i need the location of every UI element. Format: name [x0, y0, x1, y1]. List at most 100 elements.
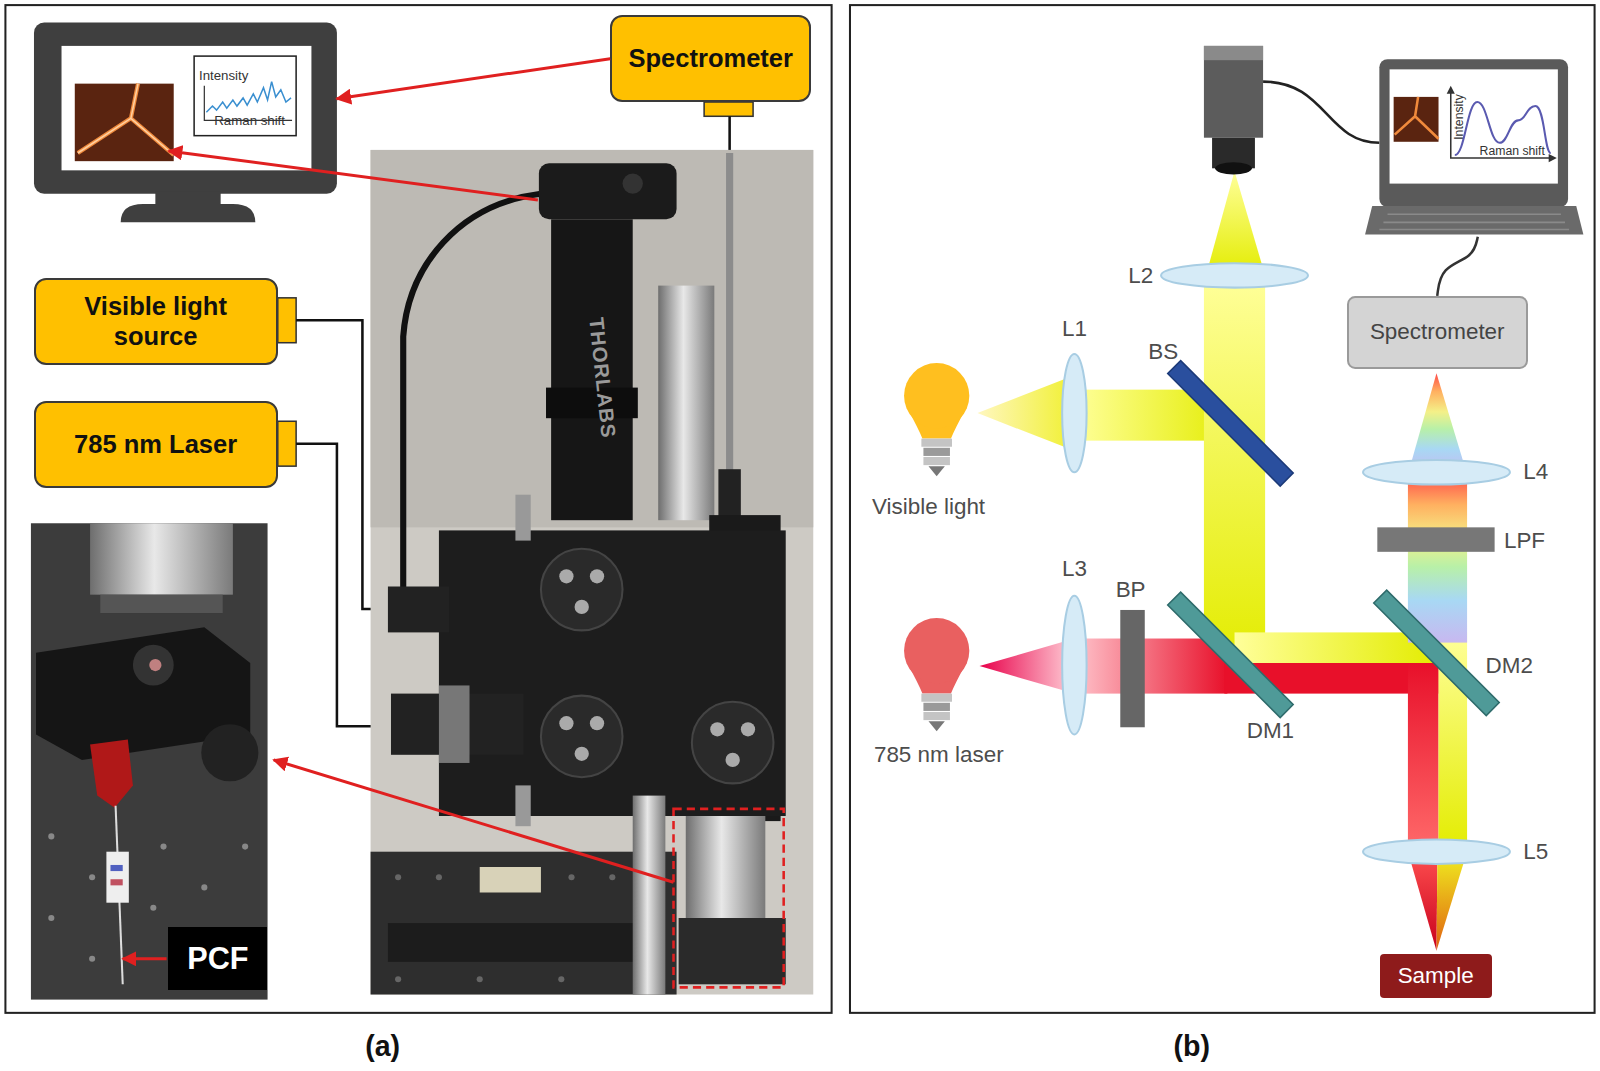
axis-label: Intensity — [199, 68, 248, 84]
setup-photo — [623, 173, 643, 193]
fiber-inset-photo — [31, 523, 268, 999]
fiber-inset-photo — [149, 659, 161, 671]
setup-photo — [558, 976, 564, 982]
light-bulb — [923, 448, 950, 456]
setup-photo — [559, 716, 573, 730]
monitor-illustration — [78, 84, 174, 155]
data-cable — [1437, 237, 1478, 296]
optical-element — [1363, 839, 1510, 863]
setup-photo — [575, 600, 589, 614]
panel-label: (b) — [1174, 1029, 1210, 1062]
setup-photo — [726, 153, 733, 479]
signal-arrow — [337, 59, 610, 99]
highlight-box — [674, 809, 784, 988]
box-label: Visible light source — [56, 291, 255, 352]
fiber-inset-photo — [48, 915, 54, 921]
optical-element — [1168, 361, 1293, 486]
device-connector — [278, 298, 296, 343]
laptop-illustration — [1394, 97, 1439, 142]
device-connector — [704, 102, 753, 116]
setup-photo — [395, 874, 401, 880]
setup-photo — [559, 569, 573, 583]
camera-illustration — [1204, 46, 1263, 60]
fiber-inset-photo — [110, 865, 122, 871]
laptop-illustration — [1365, 59, 1583, 234]
light-bulb — [904, 618, 969, 683]
setup-photo — [741, 722, 755, 736]
fiber-inset-photo — [100, 595, 222, 613]
setup-photo — [395, 976, 401, 982]
component-label: BS — [1148, 339, 1178, 365]
light-bulb — [921, 439, 952, 447]
camera-illustration — [1204, 46, 1379, 175]
axis-label: Raman shift — [1480, 144, 1545, 159]
laptop-illustration — [1395, 97, 1439, 139]
setup-photo — [439, 685, 470, 763]
monitor-illustration — [62, 46, 312, 170]
axis-label: Raman shift — [214, 113, 285, 129]
fiber-inset-photo — [31, 523, 268, 999]
leader-arrow — [123, 957, 167, 960]
axis-label: Intensity — [1452, 95, 1467, 141]
box-label: Sample — [1398, 963, 1474, 990]
component-label: DM1 — [1247, 718, 1294, 744]
setup-photo — [692, 702, 774, 784]
instrument-box: 785 nm Laser — [34, 401, 278, 488]
optical-element — [1161, 263, 1308, 287]
component-label: LPF — [1504, 528, 1545, 554]
component-label: L1 — [1062, 316, 1087, 342]
camera-illustration — [1263, 82, 1379, 143]
cable-line — [296, 444, 380, 727]
monitor-display: IntensityRaman shift — [34, 22, 337, 195]
light-bulb — [923, 712, 950, 720]
fiber-inset-photo — [201, 724, 258, 781]
light-bulb — [923, 703, 950, 711]
light-beam — [1408, 474, 1467, 642]
cable-line — [728, 116, 731, 153]
fiber-inset-photo — [110, 879, 122, 885]
monitor-illustration — [194, 56, 296, 136]
setup-photo — [718, 469, 740, 520]
fiber-inset-photo — [48, 833, 54, 839]
fiber-inset-photo — [106, 852, 128, 903]
light-bulb — [923, 457, 950, 465]
fiber-inset-photo — [90, 740, 133, 808]
setup-photo — [633, 796, 666, 995]
setup-photo — [515, 785, 530, 826]
optical-element — [1168, 592, 1293, 717]
laptop-illustration — [1379, 214, 1569, 229]
fiber-inset-photo — [133, 645, 174, 686]
instrument-box: Spectrometer — [1347, 296, 1528, 369]
setup-photo — [541, 549, 623, 631]
box-label: 785 nm Laser — [74, 429, 237, 460]
monitor-illustration — [78, 84, 174, 155]
device-connector — [278, 421, 296, 466]
panel-frame — [5, 5, 831, 1013]
setup-photo — [515, 495, 530, 541]
monitor-illustration — [75, 84, 174, 162]
panel-frame — [850, 5, 1595, 1013]
fiber-inset-photo — [150, 905, 156, 911]
monitor-illustration — [121, 204, 256, 222]
component-label: L3 — [1062, 556, 1087, 582]
optical-element — [1120, 610, 1144, 727]
light-beam — [1204, 275, 1265, 663]
fiber-inset-photo — [201, 884, 207, 890]
fiber-inset-photo — [242, 844, 248, 850]
monitor-illustration — [206, 82, 291, 113]
light-beam — [1408, 852, 1438, 951]
setup-photo — [590, 569, 604, 583]
monitor-illustration — [34, 22, 337, 222]
light-bulb — [904, 363, 969, 428]
component-label: BP — [1116, 577, 1146, 603]
laptop-illustration — [1365, 206, 1583, 235]
fiber-inset-photo — [90, 523, 233, 594]
setup-photo — [679, 918, 786, 984]
light-beam — [1074, 639, 1227, 694]
brand-text: THORLABS — [584, 316, 620, 439]
setup-photo — [539, 163, 677, 219]
setup-photo — [388, 923, 653, 962]
